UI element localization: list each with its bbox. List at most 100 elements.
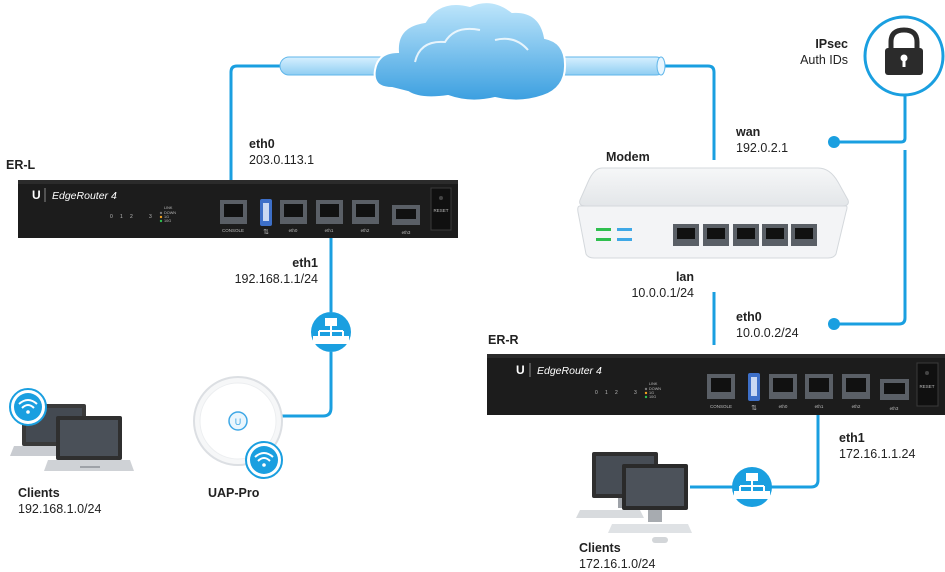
router-brand-text: EdgeRouter 4 bbox=[537, 365, 602, 377]
connection-lines bbox=[229, 64, 907, 489]
modem-wan-ip: 192.0.2.1 bbox=[736, 141, 789, 155]
uap-pro-device: U bbox=[193, 376, 283, 479]
modem-leds bbox=[596, 228, 632, 241]
port-label: eth3 bbox=[402, 230, 411, 235]
led-legend-item: DOWN bbox=[649, 387, 661, 391]
erl-eth1-label: eth1 192.168.1.1/24 bbox=[186, 255, 318, 287]
led-number: 1 bbox=[605, 390, 608, 396]
erl-eth1-ip: 192.168.1.1/24 bbox=[234, 272, 318, 286]
port-label: eth3 bbox=[890, 406, 899, 411]
err-eth0-name: eth0 bbox=[736, 310, 762, 324]
led-number: 1 bbox=[120, 214, 123, 220]
modem-ports bbox=[673, 224, 817, 246]
err-eth0-ip: 10.0.0.2/24 bbox=[736, 326, 799, 340]
led-legend-item: 10G bbox=[164, 219, 171, 223]
port-label: RESET bbox=[433, 208, 448, 213]
led-legend-item: 10G bbox=[649, 395, 656, 399]
led-number: 3 bbox=[634, 390, 637, 396]
clients-right-desktops bbox=[576, 452, 692, 543]
clients-left-laptops bbox=[9, 388, 134, 471]
svg-text:⇅: ⇅ bbox=[263, 229, 269, 236]
router-right: U EdgeRouter 4 0 1 2 3 LINK DOWN 1G 10G bbox=[487, 354, 945, 415]
led-legend-item: LINK bbox=[164, 206, 173, 210]
modem-label: Modem bbox=[606, 149, 650, 165]
clients-right-subnet: 172.16.1.0/24 bbox=[579, 557, 656, 571]
modem-name: Modem bbox=[606, 150, 650, 164]
led-legend-item: 1G bbox=[649, 391, 654, 395]
modem-device bbox=[577, 167, 849, 259]
router-ports bbox=[707, 362, 939, 407]
erl-eth0-label: eth0 203.0.113.1 bbox=[249, 136, 314, 168]
led-numbers: 0 1 2 3 bbox=[110, 214, 152, 220]
led-number: 2 bbox=[615, 390, 618, 396]
err-eth1-ip: 172.16.1.1.24 bbox=[839, 447, 916, 461]
link-switch-to-uap bbox=[282, 352, 333, 418]
clients-left-name: Clients bbox=[18, 486, 60, 500]
led-legend-item: DOWN bbox=[164, 211, 176, 215]
svg-text:⇅: ⇅ bbox=[751, 405, 757, 412]
led-number: 3 bbox=[149, 214, 152, 220]
modem-wan-label: wan 192.0.2.1 bbox=[736, 124, 788, 156]
link-ipsec-to-eth0 bbox=[834, 150, 907, 326]
ipsec-detail: Auth IDs bbox=[800, 53, 848, 67]
led-legend-item: LINK bbox=[649, 382, 658, 386]
port-label: eth1 bbox=[815, 404, 824, 409]
err-eth0-label: eth0 10.0.0.2/24 bbox=[736, 309, 799, 341]
clients-left-subnet: 192.168.1.0/24 bbox=[18, 502, 102, 516]
cloud-shape bbox=[373, 1, 567, 102]
wifi-icon bbox=[9, 388, 47, 426]
switch-icon-right bbox=[732, 467, 772, 507]
port-label: eth2 bbox=[361, 228, 370, 233]
reset-button bbox=[430, 187, 452, 231]
err-name-label: ER-R bbox=[488, 332, 519, 348]
modem-lan-ip: 10.0.0.1/24 bbox=[631, 286, 694, 300]
lock-icon bbox=[888, 27, 920, 50]
port-label: CONSOLE bbox=[222, 228, 244, 233]
port-label: eth0 bbox=[289, 228, 298, 233]
router-ports bbox=[220, 187, 452, 231]
port-labels: CONSOLE ⇅ eth0 eth1 eth2 eth3 RESET bbox=[222, 208, 449, 236]
link-ipsec-to-wan bbox=[834, 95, 907, 144]
internet-cloud bbox=[279, 1, 666, 102]
uap-name: UAP-Pro bbox=[208, 486, 260, 500]
err-name: ER-R bbox=[488, 333, 519, 347]
uap-label: UAP-Pro bbox=[208, 485, 259, 501]
ipsec-eth0-endpoint bbox=[828, 318, 840, 330]
led-numbers: 0 1 2 3 bbox=[595, 390, 637, 396]
link-erl-eth0-to-cloud bbox=[229, 64, 282, 181]
erl-eth0-ip: 203.0.113.1 bbox=[249, 153, 315, 167]
modem-lan-name: lan bbox=[675, 270, 694, 284]
link-cloud-to-modem-wan bbox=[660, 64, 716, 160]
led-legend-item: 1G bbox=[164, 215, 169, 219]
port-label: eth0 bbox=[779, 404, 788, 409]
modem-lan-label: lan 10.0.0.1/24 bbox=[600, 269, 694, 301]
modem-top bbox=[579, 167, 849, 207]
ipsec-lock bbox=[863, 15, 945, 97]
port-label: RESET bbox=[919, 384, 934, 389]
ipsec-wan-endpoint bbox=[828, 136, 840, 148]
led-number: 2 bbox=[130, 214, 133, 220]
port-label: eth2 bbox=[852, 404, 861, 409]
link-err-eth1-to-switch bbox=[770, 388, 820, 489]
svg-text:U: U bbox=[235, 417, 242, 427]
erl-eth1-name: eth1 bbox=[292, 256, 318, 270]
port-label: eth1 bbox=[325, 228, 334, 233]
led-number: 0 bbox=[110, 214, 113, 220]
port-label: CONSOLE bbox=[710, 404, 732, 409]
reset-button bbox=[916, 362, 939, 407]
router-left: U EdgeRouter 4 0 1 2 3 LINK DOWN 1G 10G bbox=[18, 180, 458, 238]
clients-left-label: Clients 192.168.1.0/24 bbox=[18, 485, 101, 517]
erl-eth0-name: eth0 bbox=[249, 137, 275, 151]
ipsec-label: IPsec Auth IDs bbox=[760, 36, 848, 68]
err-eth1-name: eth1 bbox=[839, 431, 865, 445]
led-number: 0 bbox=[595, 390, 598, 396]
ipsec-name: IPsec bbox=[815, 37, 848, 51]
led-legend: LINK DOWN 1G 10G bbox=[644, 382, 661, 399]
switch-icon-left bbox=[311, 312, 351, 352]
erl-name-label: ER-L bbox=[6, 157, 35, 173]
port-labels: CONSOLE ⇅ eth0 eth1 eth2 eth3 RESET bbox=[710, 384, 935, 412]
led-legend: LINK DOWN 1G 10G bbox=[159, 206, 176, 223]
clients-right-label: Clients 172.16.1.0/24 bbox=[579, 540, 655, 572]
err-eth1-label: eth1 172.16.1.1.24 bbox=[839, 430, 915, 462]
